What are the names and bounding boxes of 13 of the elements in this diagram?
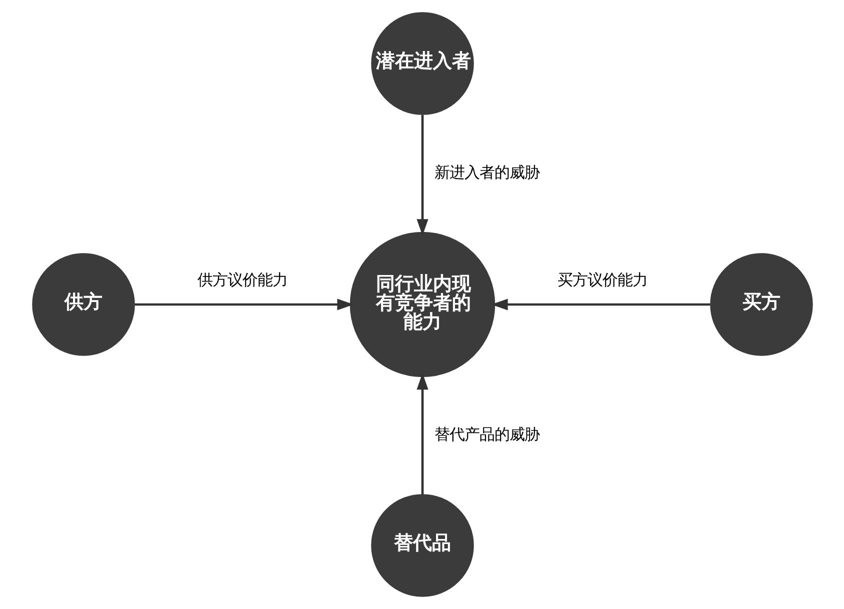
edge-label: 供方议价能力 [196,270,287,289]
arrow [490,298,710,310]
node-circle: 替代品 [370,494,474,597]
edge-label: 替代产品的威胁 [434,426,539,444]
node-circle: 潜在进入者 [370,12,474,115]
arrow [416,114,428,236]
arrow [416,373,428,494]
edge-label: 买方议价能力 [557,270,648,289]
node-circle: 买方 [710,253,812,356]
edge-label: 新进入者的威胁 [434,163,539,182]
node-circle: 供方 [32,253,134,356]
node-circle: 同行业内现有竞争者的能力 [349,232,495,378]
arrow [134,298,354,310]
